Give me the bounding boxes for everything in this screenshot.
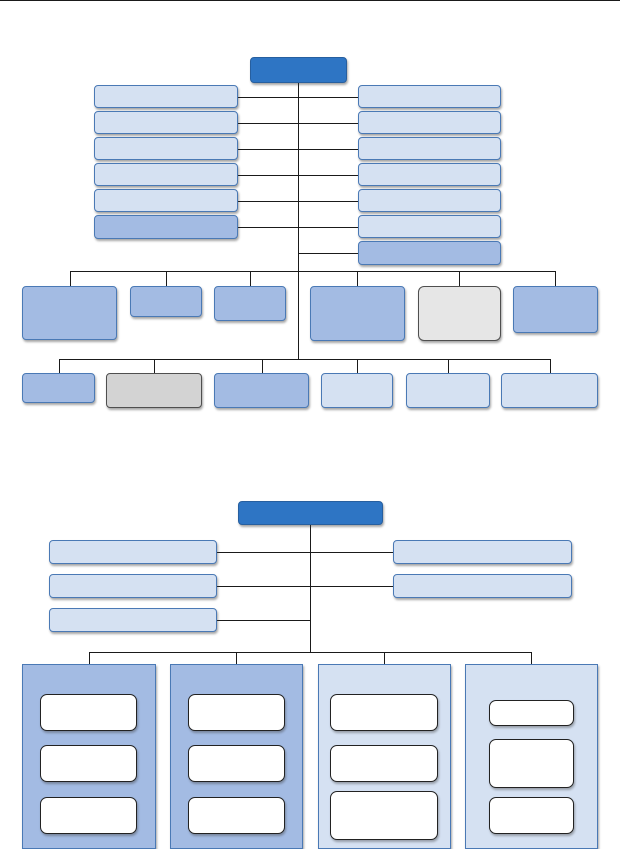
chart1-right-box-4 xyxy=(358,163,501,186)
chart1-left-box-4 xyxy=(94,163,238,186)
chart1-left-box-2 xyxy=(94,111,238,134)
chart1-right-box-6 xyxy=(358,215,501,238)
chart2-group4-item-1 xyxy=(489,700,574,726)
chart1-row1-box-4 xyxy=(310,286,405,341)
chart2-group2-item-3 xyxy=(188,797,285,834)
chart1-left-box-6 xyxy=(94,215,238,239)
chart1-row1-box-6 xyxy=(513,286,598,333)
chart1-row1-box-3 xyxy=(214,286,286,321)
chart2-group2-item-2 xyxy=(188,745,285,782)
chart2-group3-item-2 xyxy=(330,745,438,782)
chart1-right-box-7 xyxy=(358,241,501,265)
chart1-right-box-2 xyxy=(358,111,501,134)
chart1-row2-box-2 xyxy=(106,373,202,408)
chart2-left-box-2 xyxy=(49,574,217,598)
chart1-right-box-5 xyxy=(358,189,501,212)
chart1-root-box xyxy=(250,57,347,83)
chart2-group3-item-3 xyxy=(330,791,438,840)
chart1-right-box-1 xyxy=(358,85,501,108)
chart2-group4-item-3 xyxy=(489,797,574,834)
chart1-row2-box-6 xyxy=(501,373,598,408)
chart2-group2-item-1 xyxy=(188,694,285,731)
chart2-group1-item-1 xyxy=(40,694,137,731)
chart1-row2-box-1 xyxy=(22,373,95,403)
chart1-row1-box-2 xyxy=(130,286,202,317)
chart2-left-box-1 xyxy=(49,540,217,564)
chart2-group3-item-1 xyxy=(330,694,438,731)
chart2-right-box-1 xyxy=(393,540,572,564)
chart1-left-box-1 xyxy=(94,85,238,108)
chart1-right-box-3 xyxy=(358,137,501,160)
top-rule xyxy=(0,0,620,1)
chart1-row2-box-5 xyxy=(406,373,490,408)
chart2-left-box-3 xyxy=(49,608,217,632)
chart1-row1-box-1 xyxy=(22,286,117,340)
chart2-root-box xyxy=(238,501,383,525)
chart1-row1-box-5 xyxy=(418,286,501,341)
chart2-group1-item-3 xyxy=(40,797,137,834)
chart2-right-box-2 xyxy=(393,574,572,598)
chart1-left-box-5 xyxy=(94,189,238,212)
chart1-row2-box-3 xyxy=(214,373,309,408)
chart2-group4-item-2 xyxy=(489,739,574,788)
chart1-row2-box-4 xyxy=(321,373,393,408)
chart2-group1-item-2 xyxy=(40,745,137,782)
chart1-left-box-3 xyxy=(94,137,238,160)
